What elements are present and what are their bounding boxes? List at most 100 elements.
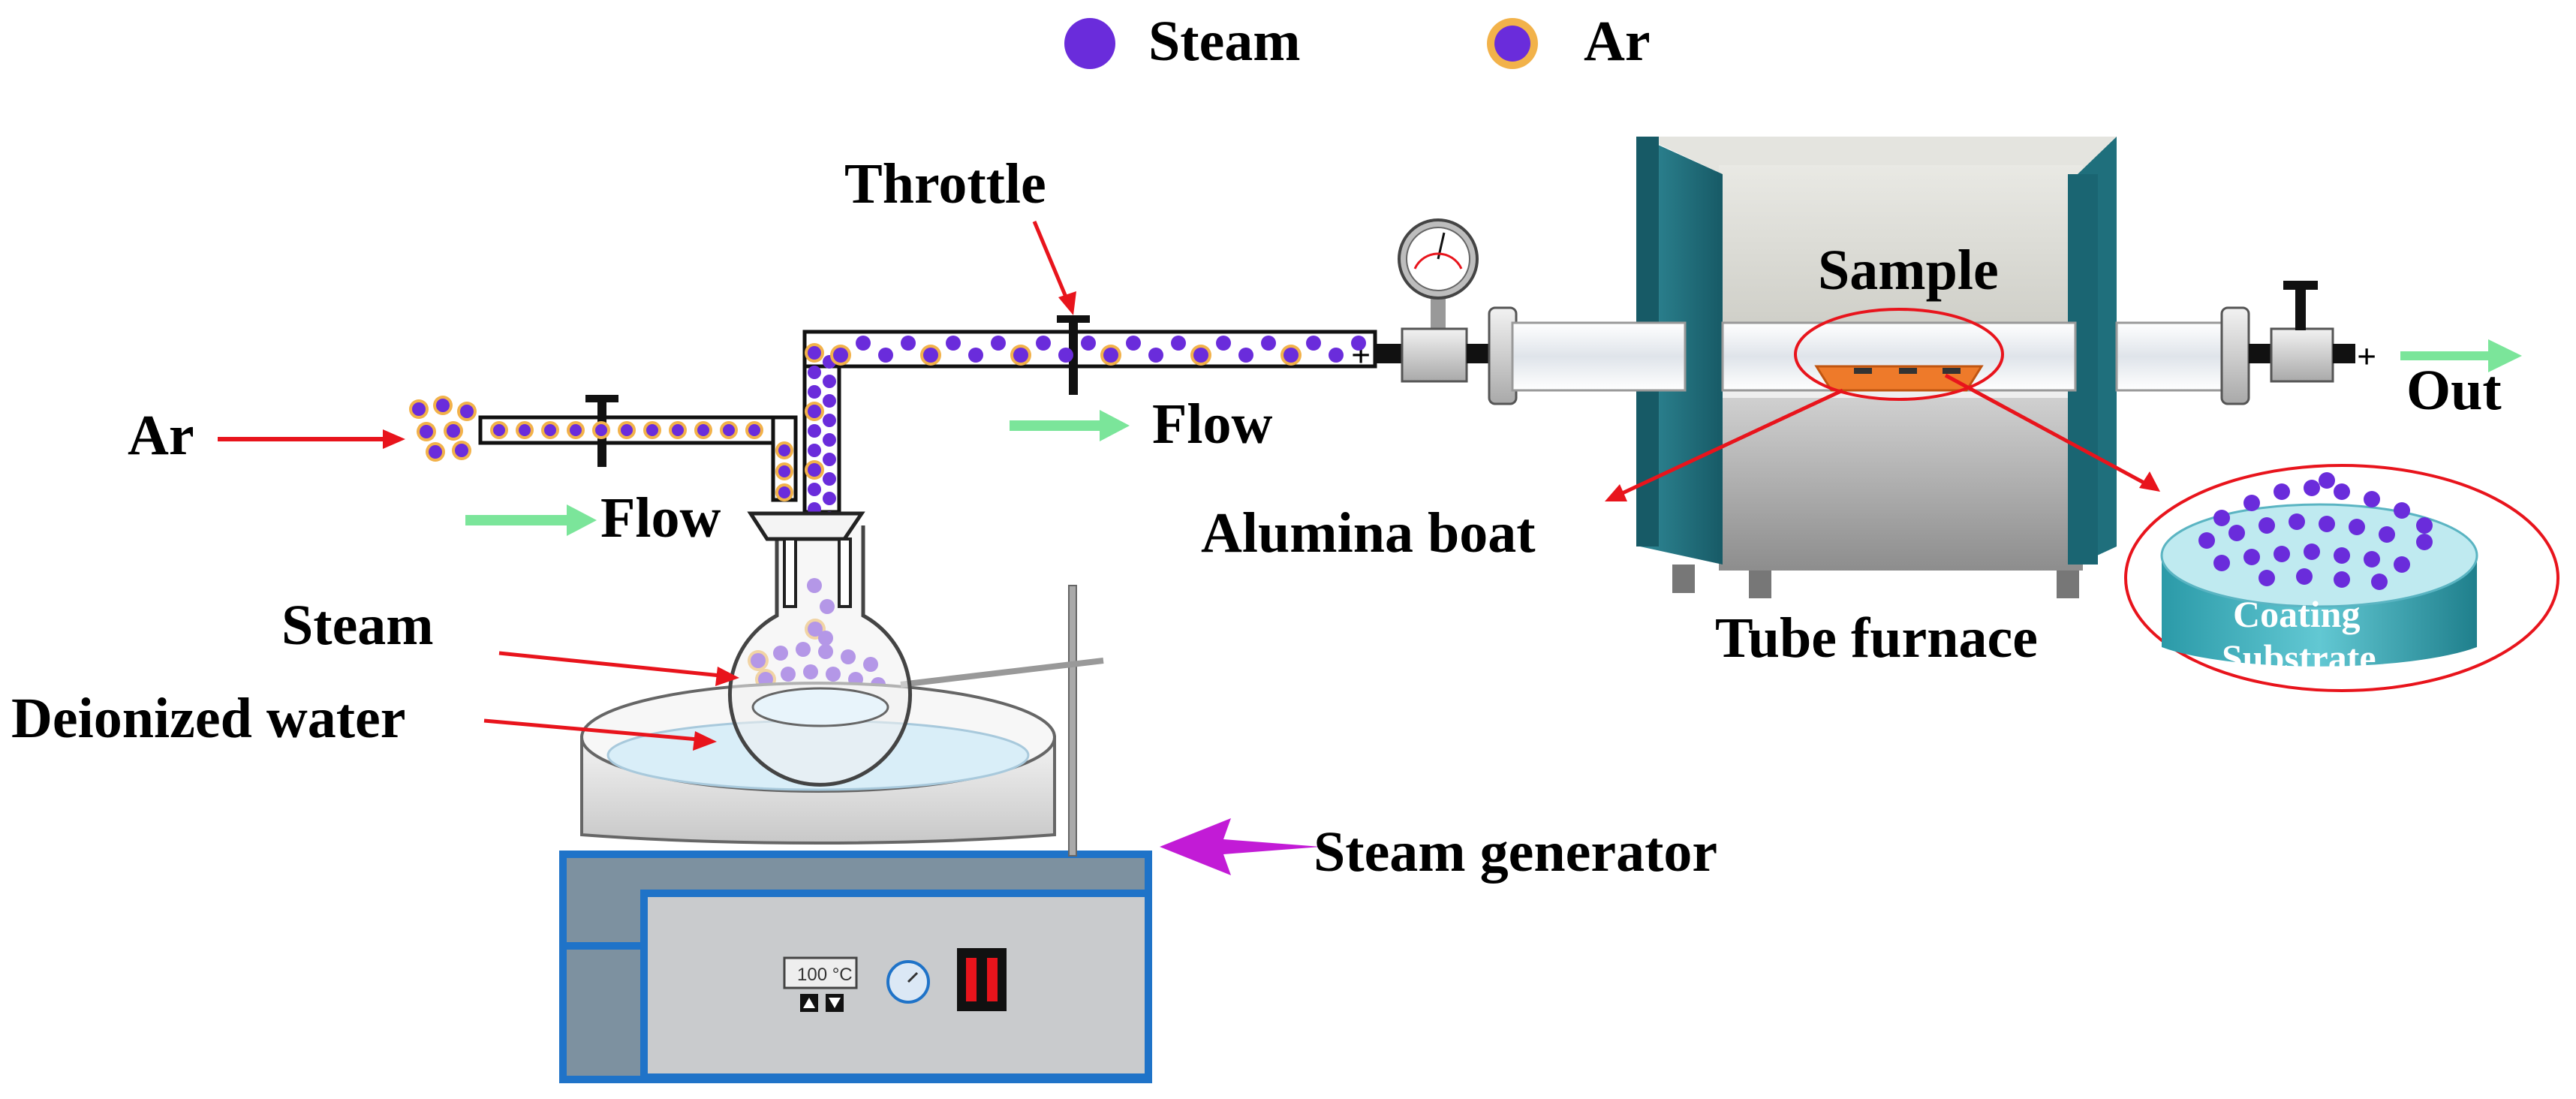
ar-particle-core — [544, 424, 556, 436]
legend-steam-label: Steam — [1148, 10, 1301, 73]
ar-particle-core — [436, 399, 450, 412]
steam-particle — [2416, 534, 2433, 550]
ar-inlet-label: Ar — [128, 404, 194, 467]
ar-particle-core — [646, 424, 658, 436]
ar-particle-core — [778, 486, 790, 498]
steam-particle — [2349, 519, 2365, 535]
steam-particle — [2379, 526, 2395, 543]
legend-ar-label: Ar — [1584, 10, 1651, 73]
alumina-boat-label: Alumina boat — [1201, 501, 1536, 565]
steam-particle — [1306, 336, 1321, 351]
ar-particle-core — [672, 424, 684, 436]
ar-particle-core — [778, 444, 790, 456]
steam-particle — [1036, 336, 1051, 351]
ar-particle-core — [808, 405, 821, 418]
steam-particle — [878, 348, 893, 363]
steam-generator-label: Steam generator — [1314, 820, 1717, 884]
alumina-boat-pointer-arrow — [1605, 388, 1844, 501]
steam-particle — [2394, 502, 2410, 519]
steam-particle — [968, 348, 983, 363]
tube-furnace-label: Tube furnace — [1715, 607, 2038, 670]
steam-particle — [2304, 480, 2320, 496]
ar-particle-core — [748, 424, 760, 436]
steam-particle — [1216, 336, 1231, 351]
steam-particle — [1329, 348, 1344, 363]
steam-particle — [2304, 543, 2320, 560]
alumina-boat-icon — [1814, 365, 1984, 392]
steam-particle — [2274, 483, 2290, 500]
round-bottom-flask — [728, 511, 912, 787]
steam-particle — [808, 385, 821, 399]
power-switch-icon[interactable] — [957, 948, 1007, 1011]
support-stand — [900, 585, 1104, 857]
steam-particle — [1081, 336, 1096, 351]
steam-particle — [823, 414, 836, 427]
steam-particle — [2334, 483, 2350, 500]
steam-particle — [901, 336, 916, 351]
ar-inlet-arrow — [218, 429, 405, 449]
steam-particle — [1171, 336, 1186, 351]
ar-particle-core — [808, 463, 821, 477]
steam-particle — [2319, 472, 2335, 489]
ar-particle-core — [595, 424, 607, 436]
ar-particle-core — [460, 405, 474, 418]
ar-particle-core — [420, 425, 433, 438]
ar-particle-core — [1193, 348, 1208, 363]
legend-steam-particle-icon — [1064, 18, 1115, 69]
flow-left-label: Flow — [600, 486, 721, 550]
steam-particle — [808, 483, 821, 496]
steam-particle — [2319, 516, 2335, 532]
steam-particle — [823, 394, 836, 408]
legend: Steam Ar — [1064, 10, 1651, 73]
ar-particle-core — [455, 444, 468, 457]
ar-particle-core — [412, 402, 426, 416]
steam-generator-arrow — [1160, 818, 1321, 875]
steam-label: Steam — [281, 594, 434, 657]
sample-highlight-ellipse — [1794, 308, 2004, 401]
steam-particle — [1351, 336, 1366, 351]
outlet-fitting: + — [2220, 281, 2376, 405]
ar-particle-core — [570, 424, 582, 436]
ar-particle-core — [833, 348, 848, 363]
hot-plate: 100 °C — [559, 851, 1152, 1083]
steam-particle — [2198, 532, 2215, 549]
steam-particle — [1126, 336, 1141, 351]
svg-text:+: + — [2357, 337, 2376, 375]
steam-pointer-arrow — [498, 651, 739, 686]
steam-particle — [823, 433, 836, 447]
out-arrow — [2400, 339, 2522, 372]
pressure-gauge-icon — [1398, 218, 1479, 339]
out-label: Out — [2406, 359, 2502, 422]
temperature-display — [783, 956, 858, 989]
temperature-display-text: 100 °C — [797, 965, 853, 985]
steam-particle — [1148, 348, 1163, 363]
steam-particle — [2371, 574, 2388, 590]
steam-particle — [2213, 510, 2230, 526]
steam-particle — [1238, 348, 1253, 363]
substrate-label: Substrate — [2222, 637, 2376, 679]
steam-particle — [856, 336, 871, 351]
ar-particle-core — [1103, 348, 1118, 363]
steam-particle — [2394, 556, 2410, 573]
steam-particle — [2259, 517, 2275, 534]
steam-particle — [823, 375, 836, 388]
ar-particle-core — [621, 424, 633, 436]
steam-particle — [1058, 348, 1073, 363]
steam-particle — [808, 366, 821, 379]
steam-particle — [2259, 570, 2275, 586]
substrate-pointer-arrow — [1944, 373, 2160, 492]
steam-particle — [2364, 491, 2380, 507]
steam-particle — [2289, 513, 2305, 530]
flow-right-label: Flow — [1152, 393, 1273, 456]
ar-particle-core — [447, 424, 460, 438]
steam-particle — [823, 472, 836, 486]
throttle-label: Throttle — [844, 152, 1046, 215]
sample-label: Sample — [1818, 239, 1999, 302]
ar-particle-core — [778, 465, 790, 477]
water-pointer-arrow — [483, 718, 717, 751]
ar-particle-core — [519, 424, 531, 436]
throttle-valve-icon — [1057, 315, 1090, 395]
ar-particle-core — [429, 445, 442, 459]
deionized-water-label: Deionized water — [11, 687, 406, 750]
